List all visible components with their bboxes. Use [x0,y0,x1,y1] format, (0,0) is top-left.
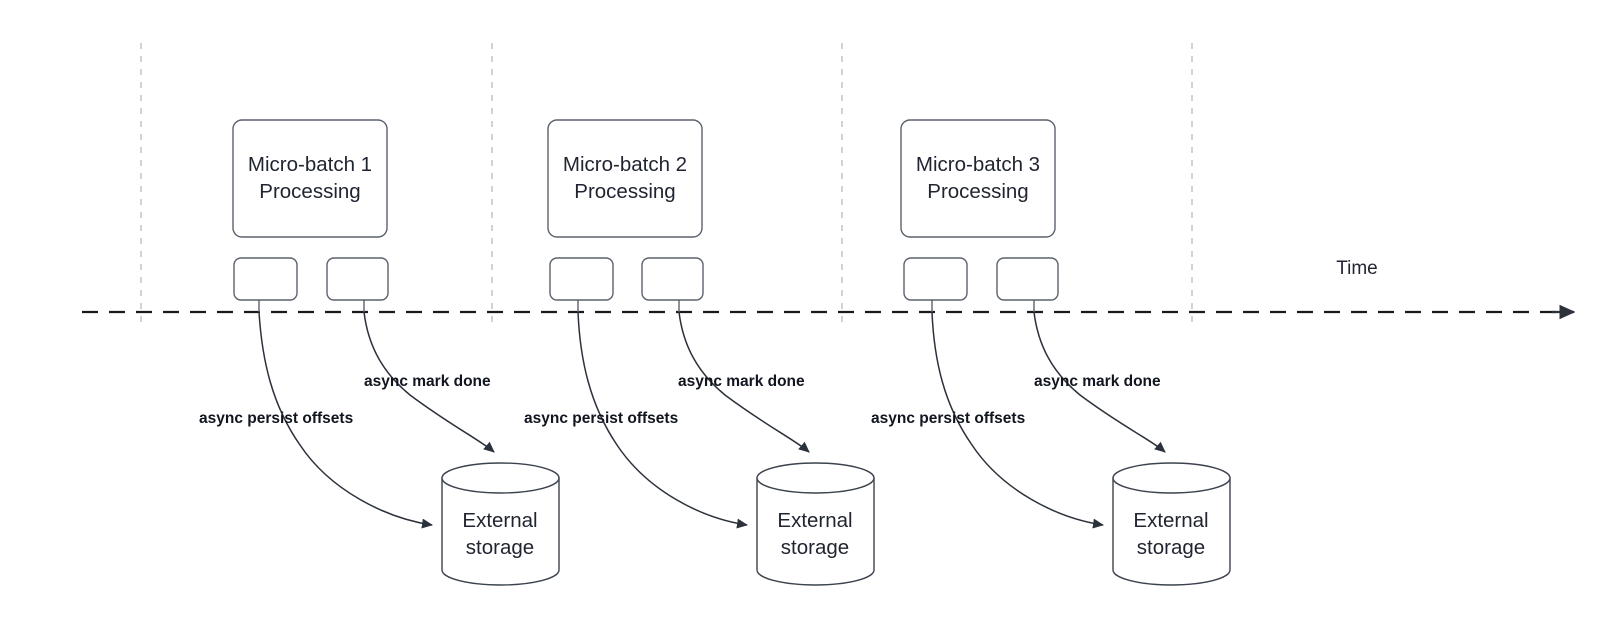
micro-batch-3-title-line2: Processing [927,180,1028,203]
external-storage-2-line1: External [777,509,852,532]
persist-offsets-3-edge [931,311,1104,529]
micro-batch-2-task-1[interactable] [549,257,614,301]
micro-batch-1-box[interactable] [232,119,388,238]
external-storage-1[interactable]: External storage [441,462,560,586]
external-storage-3-top [1112,462,1231,494]
external-storage-1-top [441,462,560,494]
external-storage-3[interactable]: External storage [1112,462,1231,586]
external-storage-1-body [441,477,560,586]
mark-done-3-edge [1033,311,1166,453]
external-storage-3-body [1112,477,1231,586]
mark-done-3-label: async mark done [1034,373,1161,390]
micro-batch-3-group: Micro-batch 3 Processing External storag… [871,119,1231,586]
mark-done-1-label: async mark done [364,373,491,390]
external-storage-2-top [756,462,875,494]
external-storage-2[interactable]: External storage [756,462,875,586]
micro-batch-1-group: Micro-batch 1 Processing External storag… [199,119,560,586]
micro-batch-1-task-2[interactable] [326,257,389,301]
micro-batch-1-title-line2: Processing [259,180,360,203]
micro-batch-2-box[interactable] [547,119,703,238]
micro-batch-1-title-line1: Micro-batch 1 [248,153,372,176]
persist-offsets-1-edge [258,311,433,529]
time-axis-label: Time [1336,258,1378,279]
external-storage-3-line1: External [1133,509,1208,532]
micro-batch-3-task-1[interactable] [903,257,968,301]
mark-done-1-edge [363,311,495,453]
micro-batch-2-title-line1: Micro-batch 2 [563,153,687,176]
external-storage-2-body [756,477,875,586]
mark-done-2-label: async mark done [678,373,805,390]
micro-batch-2-title-line2: Processing [574,180,675,203]
persist-offsets-3-label: async persist offsets [871,410,1025,427]
persist-offsets-2-label: async persist offsets [524,410,678,427]
external-storage-1-line2: storage [466,536,534,559]
mark-done-2-edge [678,311,810,453]
external-storage-2-line2: storage [781,536,849,559]
micro-batch-3-task-2[interactable] [996,257,1059,301]
persist-offsets-1-label: async persist offsets [199,410,353,427]
micro-batch-3-box[interactable] [900,119,1056,238]
micro-batch-2-group: Micro-batch 2 Processing External storag… [524,119,875,586]
timeline-boundaries [140,43,1193,325]
micro-batch-2-task-2[interactable] [641,257,704,301]
micro-batch-3-title-line1: Micro-batch 3 [916,153,1040,176]
external-storage-3-line2: storage [1137,536,1205,559]
external-storage-1-line1: External [462,509,537,532]
micro-batch-1-task-1[interactable] [233,257,298,301]
persist-offsets-2-edge [577,311,748,529]
